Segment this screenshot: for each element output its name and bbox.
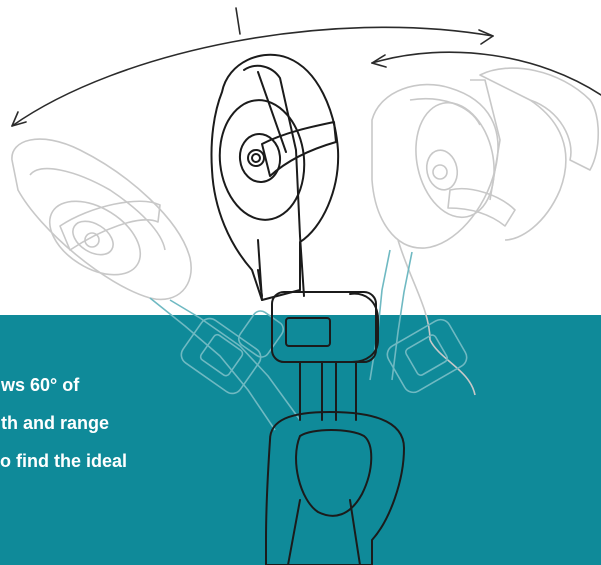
ghost-mount-right <box>372 68 598 395</box>
curved-double-arrow-icon <box>12 8 601 126</box>
ghost-mount-left <box>12 139 191 299</box>
ghost-arm-left <box>150 298 300 430</box>
main-mount <box>211 55 404 565</box>
ghost-arm-right <box>370 250 470 396</box>
